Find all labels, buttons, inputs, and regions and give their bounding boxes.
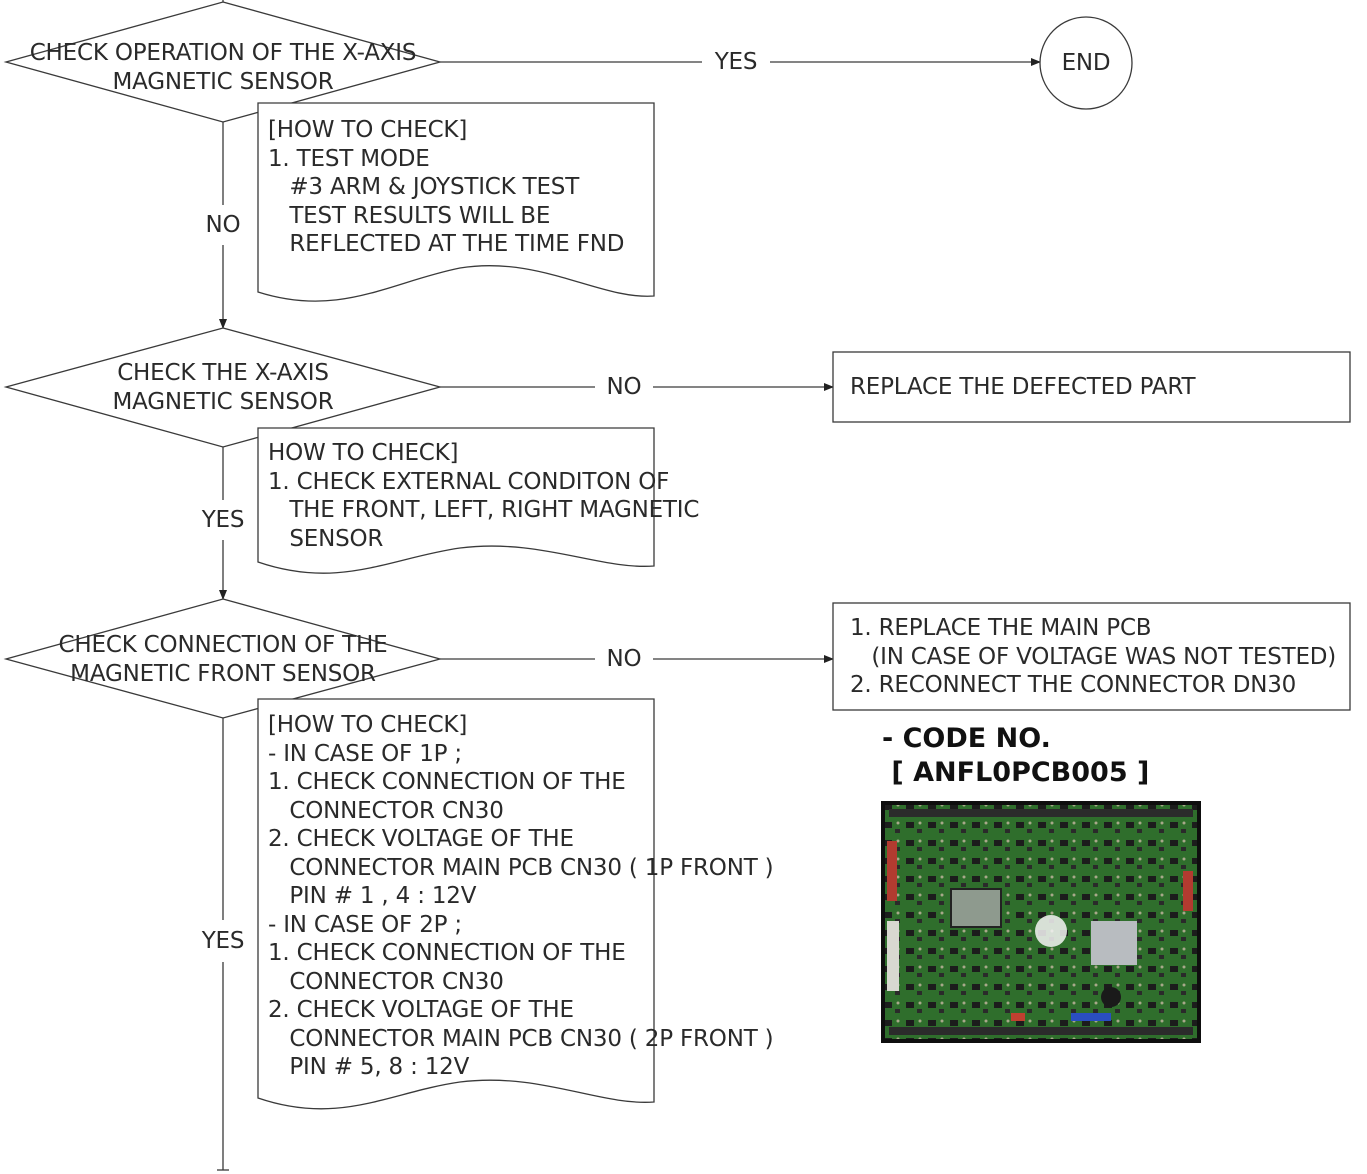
- note-3-line: CONNECTOR MAIN PCB CN30 ( 2P FRONT ): [268, 1025, 773, 1054]
- action-1-text: REPLACE THE DEFECTED PART: [850, 373, 1195, 402]
- note-1-line: TEST RESULTS WILL BE: [268, 202, 624, 231]
- note-3-line: PIN # 5, 8 : 12V: [268, 1053, 773, 1082]
- note-2-line: SENSOR: [268, 525, 699, 554]
- note-3-line: CONNECTOR CN30: [268, 968, 773, 997]
- note-1: [HOW TO CHECK] 1. TEST MODE #3 ARM & JOY…: [268, 116, 624, 259]
- action-2: 1. REPLACE THE MAIN PCB (IN CASE OF VOLT…: [850, 614, 1336, 700]
- edge-label-d2-no: NO: [595, 373, 653, 402]
- code-no-label: - CODE NO.: [882, 722, 1051, 755]
- decision-1-line1: CHECK OPERATION OF THE X-AXIS: [30, 40, 417, 66]
- decision-3-line2: MAGNETIC FRONT SENSOR: [70, 661, 376, 687]
- note-1-line: 1. TEST MODE: [268, 145, 624, 174]
- decision-2-label: CHECK THE X-AXIS MAGNETIC SENSOR: [6, 359, 440, 416]
- note-1-line: [HOW TO CHECK]: [268, 116, 624, 145]
- note-2-line: THE FRONT, LEFT, RIGHT MAGNETIC: [268, 496, 699, 525]
- note-3-line: - IN CASE OF 1P ;: [268, 740, 773, 769]
- end-label: END: [1040, 49, 1132, 78]
- decision-1-line2: MAGNETIC SENSOR: [113, 69, 334, 95]
- note-3-line: 2. CHECK VOLTAGE OF THE: [268, 825, 773, 854]
- decision-1-label: CHECK OPERATION OF THE X-AXIS MAGNETIC SE…: [6, 39, 440, 96]
- code-no-value: [ ANFL0PCB005 ]: [882, 756, 1149, 789]
- edge-label-d3-no: NO: [595, 645, 653, 674]
- edge-label-d1-yes: YES: [702, 48, 770, 77]
- note-2-line: 1. CHECK EXTERNAL CONDITON OF: [268, 468, 699, 497]
- note-3-line: CONNECTOR MAIN PCB CN30 ( 1P FRONT ): [268, 854, 773, 883]
- note-2-line: HOW TO CHECK]: [268, 439, 699, 468]
- action-2-line: (IN CASE OF VOLTAGE WAS NOT TESTED): [850, 643, 1336, 672]
- note-3-line: 1. CHECK CONNECTION OF THE: [268, 768, 773, 797]
- note-3-line: CONNECTOR CN30: [268, 797, 773, 826]
- edge-label-d1-no: NO: [198, 211, 248, 240]
- action-2-line: 1. REPLACE THE MAIN PCB: [850, 614, 1336, 643]
- edge-label-d3-yes: YES: [193, 927, 253, 956]
- note-3-line: [HOW TO CHECK]: [268, 711, 773, 740]
- note-3-line: 2. CHECK VOLTAGE OF THE: [268, 996, 773, 1025]
- note-3-line: - IN CASE OF 2P ;: [268, 911, 773, 940]
- decision-3-label: CHECK CONNECTION OF THE MAGNETIC FRONT SE…: [6, 631, 440, 688]
- note-1-line: #3 ARM & JOYSTICK TEST: [268, 173, 624, 202]
- action-2-line: 2. RECONNECT THE CONNECTOR DN30: [850, 671, 1336, 700]
- note-3: [HOW TO CHECK] - IN CASE OF 1P ; 1. CHEC…: [268, 711, 773, 1082]
- note-2: HOW TO CHECK] 1. CHECK EXTERNAL CONDITON…: [268, 439, 699, 553]
- note-3-line: 1. CHECK CONNECTION OF THE: [268, 939, 773, 968]
- decision-2-line1: CHECK THE X-AXIS: [117, 360, 329, 386]
- decision-2-line2: MAGNETIC SENSOR: [113, 389, 334, 415]
- edge-label-d2-yes: YES: [193, 506, 253, 535]
- pcb-photo: [881, 801, 1201, 1043]
- note-1-line: REFLECTED AT THE TIME FND: [268, 230, 624, 259]
- note-3-line: PIN # 1 , 4 : 12V: [268, 882, 773, 911]
- decision-3-line1: CHECK CONNECTION OF THE: [59, 632, 388, 658]
